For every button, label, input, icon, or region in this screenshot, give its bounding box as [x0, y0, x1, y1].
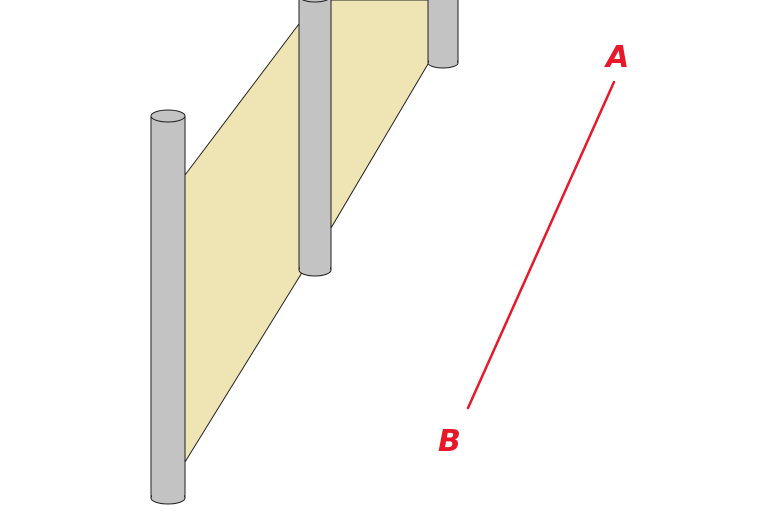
fence-panel-back	[330, 0, 442, 230]
fence-panel-front	[184, 6, 312, 464]
line-ab	[466, 80, 616, 410]
label-b: B	[438, 424, 461, 459]
label-a: A	[604, 40, 629, 75]
fence-post-rear	[427, 0, 459, 69]
fence-post-middle	[298, 0, 332, 277]
fence-post-front	[150, 109, 186, 505]
